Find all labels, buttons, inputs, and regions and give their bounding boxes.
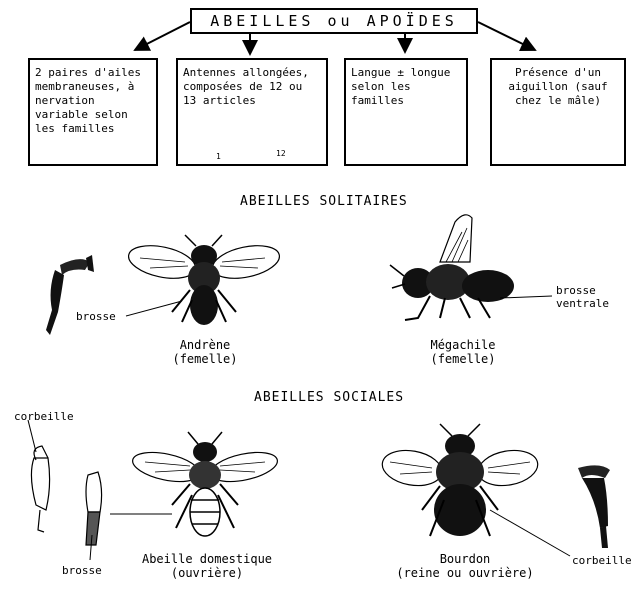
apis-brosse-leg xyxy=(86,472,102,545)
solitary-heading: ABEILLES SOLITAIRES xyxy=(240,194,408,209)
feature-antennae-text: Antennes allongées, composées de 12 ou 1… xyxy=(183,66,309,107)
bombus-caption: Bourdon (reine ou ouvrière) xyxy=(390,552,540,580)
andrena-brosse-label: brosse xyxy=(76,310,116,323)
social-heading: ABEILLES SOCIALES xyxy=(254,390,404,405)
antenna-mark-12: 12 xyxy=(276,147,286,160)
megachile-brosse-label: brosse ventrale xyxy=(556,284,626,310)
bombus-leg-illustration xyxy=(578,465,610,548)
bombus-corbeille-label: corbeille xyxy=(572,554,632,567)
feature-tongue-box: Langue ± longue selon les familles xyxy=(344,58,468,166)
leader-lines xyxy=(28,296,570,560)
megachile-sex: (femelle) xyxy=(408,352,518,366)
page-title: ABEILLES ou APOÏDES xyxy=(190,8,478,34)
apis-brosse-label: brosse xyxy=(62,564,102,577)
andrena-caption: Andrène (femelle) xyxy=(150,338,260,366)
andrena-illustration xyxy=(126,235,283,325)
antenna-mark-1: 1 xyxy=(216,150,221,163)
apis-corbeille-label: corbeille xyxy=(14,410,74,423)
bombus-name: Bourdon xyxy=(390,552,540,566)
bombus-illustration xyxy=(380,424,541,536)
megachile-caption: Mégachile (femelle) xyxy=(408,338,518,366)
apis-illustration xyxy=(130,432,280,536)
apis-corbeille-leg xyxy=(31,446,49,532)
apis-caste: (ouvrière) xyxy=(132,566,282,580)
megachile-illustration xyxy=(390,215,514,320)
feature-wings-text: 2 paires d'ailes membraneuses, à nervati… xyxy=(35,66,141,135)
andrena-name: Andrène xyxy=(150,338,260,352)
feature-wings-box: 2 paires d'ailes membraneuses, à nervati… xyxy=(28,58,158,166)
andrena-leg-illustration xyxy=(46,255,94,335)
feature-antennae-box: Antennes allongées, composées de 12 ou 1… xyxy=(176,58,328,166)
bombus-caste: (reine ou ouvrière) xyxy=(390,566,540,580)
apis-name: Abeille domestique xyxy=(132,552,282,566)
feature-tongue-text: Langue ± longue selon les familles xyxy=(351,66,450,107)
feature-stinger-box: Présence d'un aiguillon (sauf chez le mâ… xyxy=(490,58,626,166)
megachile-name: Mégachile xyxy=(408,338,518,352)
apis-caption: Abeille domestique (ouvrière) xyxy=(132,552,282,580)
andrena-sex: (femelle) xyxy=(150,352,260,366)
feature-stinger-text: Présence d'un aiguillon (sauf chez le mâ… xyxy=(508,66,607,107)
